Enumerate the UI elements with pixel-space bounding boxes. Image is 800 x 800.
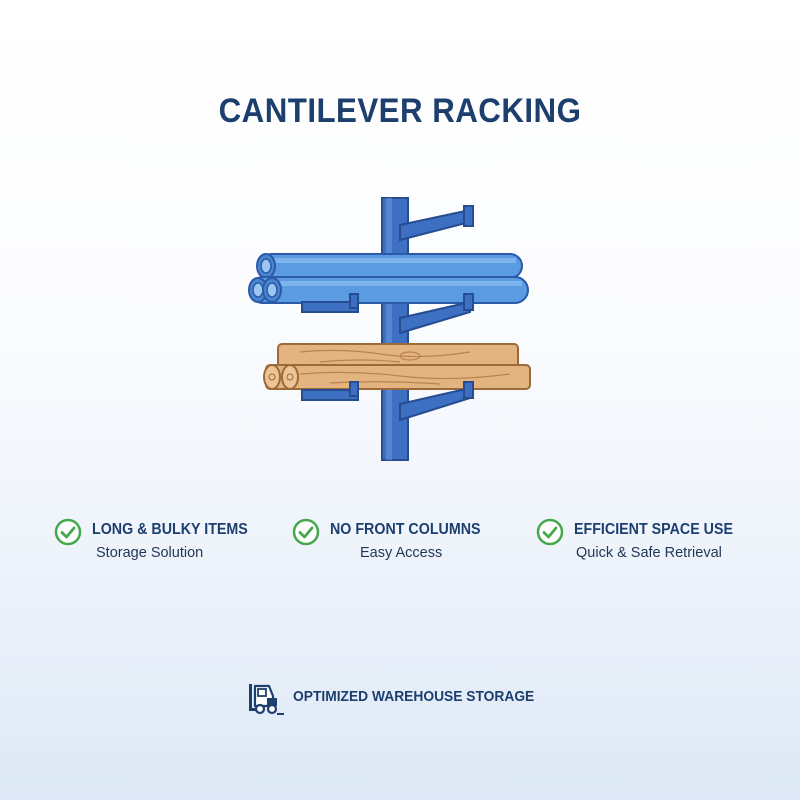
footer-text: OPTIMIZED WAREHOUSE STORAGE	[293, 688, 535, 705]
rack-arm-top	[399, 205, 474, 242]
feature-subtitle: Quick & Safe Retrieval	[576, 545, 722, 561]
feature-title: EFFICIENT SPACE USE	[574, 521, 734, 538]
feature-title: LONG & BULKY ITEMS	[92, 521, 248, 538]
feature-list: LONG & BULKY ITEMS Storage Solution NO F…	[0, 518, 800, 578]
page-title: CANTILEVER RACKING	[218, 92, 582, 130]
timber-lower	[263, 364, 531, 390]
footer-tagline: OPTIMIZED WAREHOUSE STORAGE	[245, 680, 565, 716]
cantilever-rack-illustration	[248, 197, 531, 461]
check-circle-icon	[536, 518, 564, 546]
feature-title: NO FRONT COLUMNS	[330, 521, 481, 538]
feature-subtitle: Easy Access	[360, 545, 443, 561]
rack-arm-middle	[301, 293, 474, 335]
check-circle-icon	[54, 518, 82, 546]
pipes-upper	[256, 253, 523, 279]
pipes-lower	[248, 276, 529, 304]
rack-arm-bottom	[301, 381, 474, 422]
feature-subtitle: Storage Solution	[96, 545, 204, 561]
check-circle-icon	[292, 518, 320, 546]
forklift-icon	[249, 684, 284, 715]
